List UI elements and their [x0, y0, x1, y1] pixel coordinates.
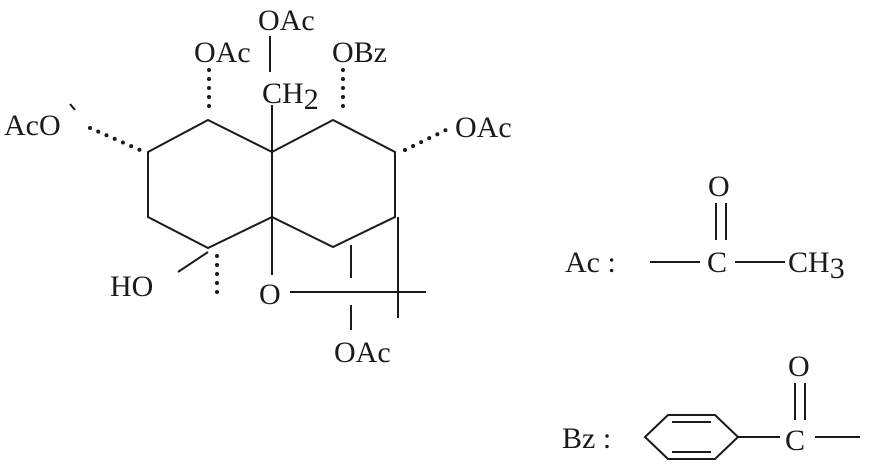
label-ac-o: O — [708, 170, 730, 203]
label-ch2: CH2 — [262, 77, 319, 116]
label-bz-o: O — [788, 350, 810, 383]
bond-ho — [177, 251, 209, 273]
wedge-mark-left — [69, 103, 76, 111]
label-aco-left: AcO — [4, 109, 61, 142]
label-ring-o: O — [259, 278, 281, 311]
label-bz-c: C — [785, 424, 805, 457]
dotted-bond-aco-left — [88, 126, 142, 152]
dotted-bond-oac-right — [403, 126, 452, 152]
right-ring — [271, 118, 396, 249]
label-ho: HO — [110, 270, 153, 303]
label-obz: OBz — [332, 36, 387, 69]
label-oac-upper-left: OAc — [194, 36, 251, 69]
label-bz-definition: Bz : — [562, 422, 611, 455]
label-oac-bottom: OAc — [334, 336, 391, 369]
label-ac-definition: Ac : — [565, 246, 616, 279]
label-top-oac: OAc — [258, 4, 315, 37]
label-ac-c: C — [707, 246, 727, 279]
label-oac-right: OAc — [455, 111, 512, 144]
label-ac-ch3: CH3 — [788, 246, 845, 285]
left-ring — [147, 118, 273, 250]
